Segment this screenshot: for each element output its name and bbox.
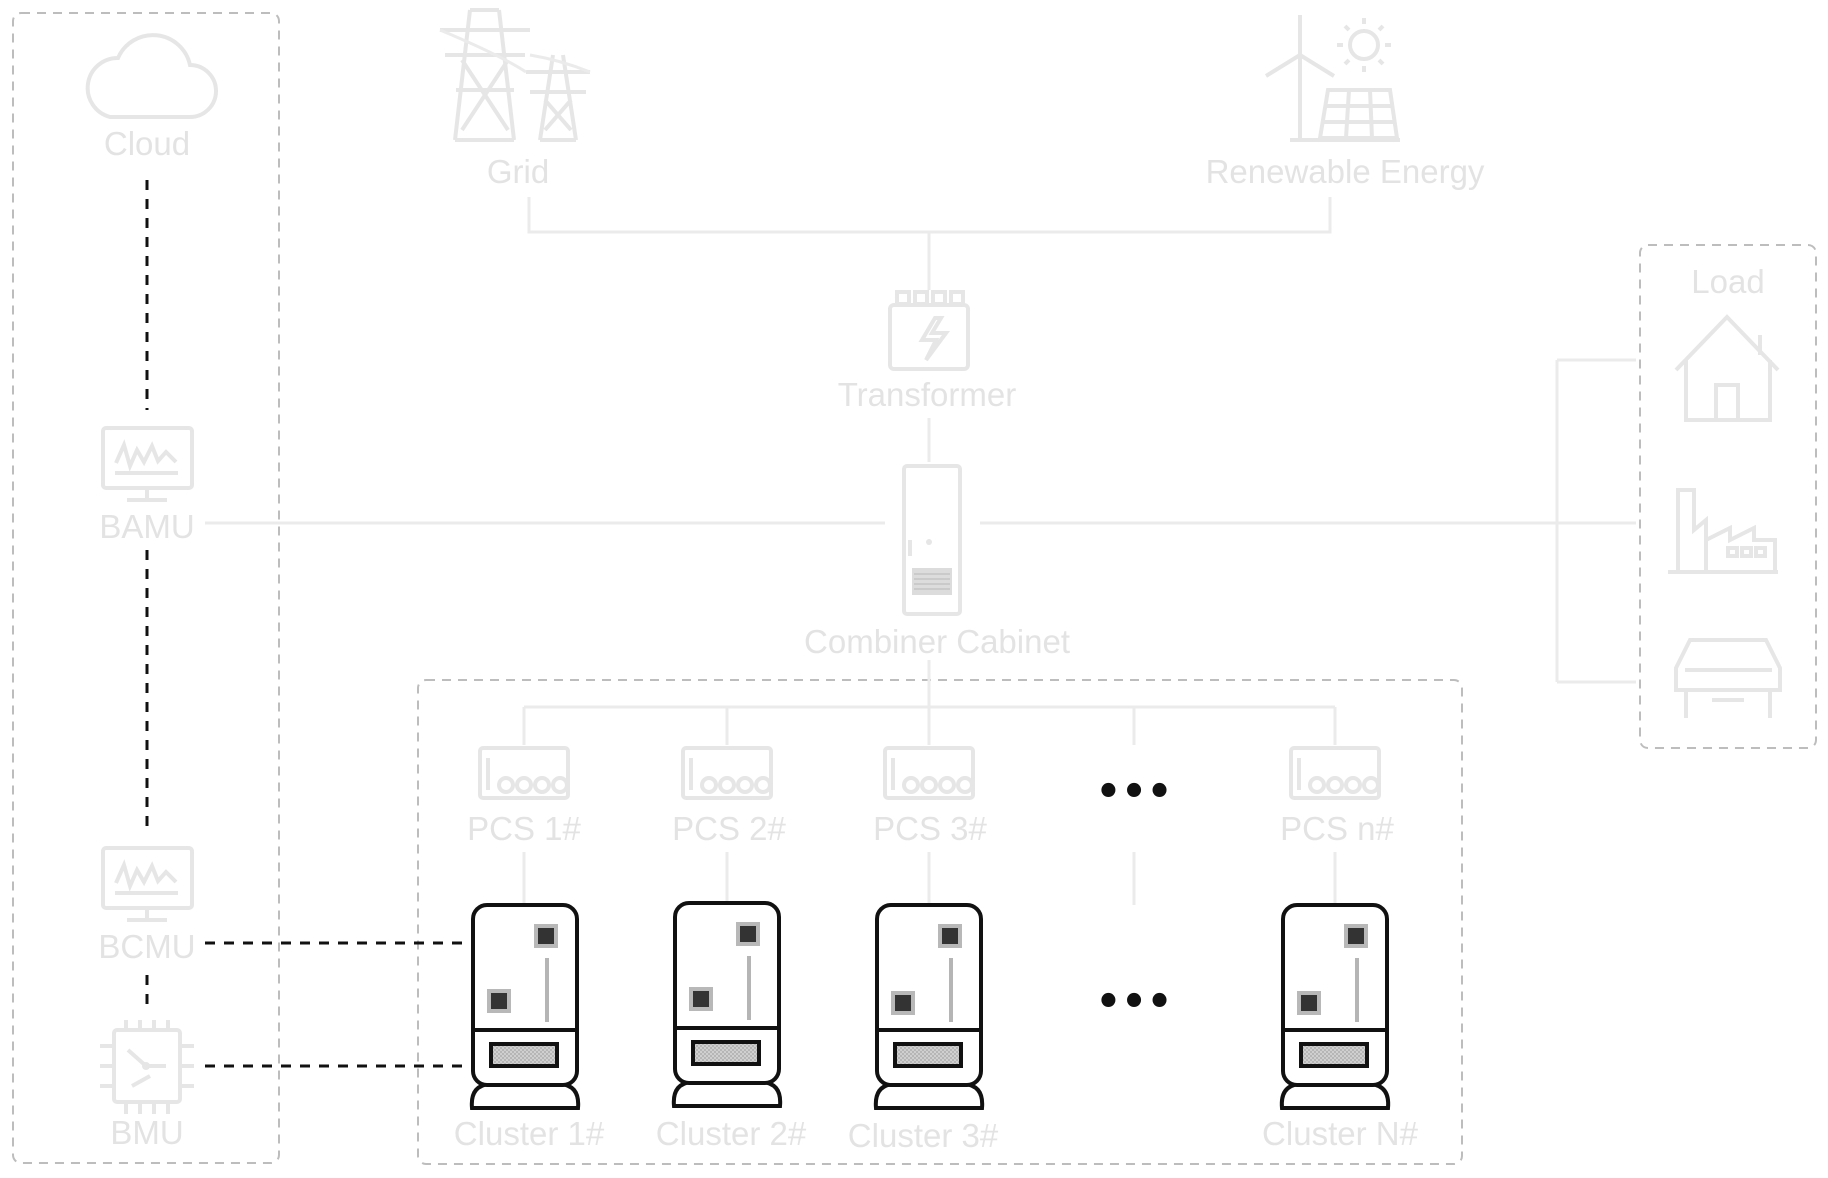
cloud-label: Cloud	[104, 125, 190, 162]
cabinet-icon	[902, 464, 962, 616]
load-node: Load	[1668, 263, 1782, 718]
bamu-node: BAMU	[99, 426, 195, 545]
cluster-ellipsis: •••	[1096, 979, 1173, 1025]
factory-icon	[1668, 488, 1778, 574]
battery-cluster-icon	[469, 903, 581, 1110]
bcmu-label: BCMU	[98, 928, 195, 965]
pcs-ellipsis: •••	[1096, 769, 1173, 815]
cluster-2: Cluster 2#	[656, 901, 807, 1152]
battery-cluster-icon	[671, 901, 783, 1108]
pcs-inverter-icon	[1289, 746, 1381, 800]
pcs-label: PCS 3#	[873, 810, 987, 847]
transformer-label: Transformer	[838, 376, 1016, 413]
bcmu-node: BCMU	[98, 846, 196, 965]
battery-cluster-icon	[1279, 903, 1391, 1110]
cluster-1: Cluster 1#	[454, 903, 605, 1152]
cloud-icon	[85, 33, 218, 119]
bamu-label: BAMU	[99, 508, 194, 545]
cluster-n: Cluster N#	[1262, 903, 1419, 1152]
grid-label: Grid	[487, 153, 549, 190]
battery-cluster-icon	[873, 903, 985, 1110]
cluster-label: Cluster 2#	[656, 1115, 807, 1152]
grid-node: Grid	[439, 8, 591, 190]
monitor-icon	[101, 846, 194, 922]
bmu-node: BMU	[100, 1020, 194, 1151]
load-label: Load	[1691, 263, 1764, 300]
pcs-cluster-group-box	[417, 679, 1463, 1165]
cluster-label: Cluster 3#	[848, 1117, 999, 1154]
pcs-2: PCS 2#	[672, 746, 787, 847]
cloud-node: Cloud	[85, 33, 218, 162]
pcs-label: PCS n#	[1280, 810, 1394, 847]
car-icon	[1674, 638, 1782, 718]
bmu-label: BMU	[110, 1114, 183, 1151]
pcs-inverter-icon	[681, 746, 773, 800]
cluster-3: Cluster 3#	[848, 903, 999, 1154]
communication-links	[145, 180, 470, 1068]
renewable-energy-node: Renewable Energy	[1206, 15, 1485, 190]
pcs-n: PCS n#	[1280, 746, 1395, 847]
pcs-1: PCS 1#	[467, 746, 582, 847]
pcs-inverter-icon	[883, 746, 975, 800]
load-group-box	[1639, 244, 1817, 749]
pcs-label: PCS 2#	[672, 810, 786, 847]
renewable-label: Renewable Energy	[1206, 153, 1485, 190]
pcs-inverter-icon	[478, 746, 570, 800]
combiner-label: Combiner Cabinet	[804, 623, 1070, 660]
pcs-3: PCS 3#	[873, 746, 988, 847]
wind-solar-icon	[1264, 15, 1400, 142]
power-tower-icon	[439, 8, 591, 142]
house-icon	[1674, 314, 1780, 422]
power-wiring	[205, 197, 1636, 905]
cluster-label: Cluster 1#	[454, 1115, 605, 1152]
circuit-board-icon	[100, 1020, 194, 1114]
monitor-icon	[101, 426, 194, 502]
transformer-node: Transformer	[838, 290, 1016, 413]
cluster-label: Cluster N#	[1262, 1115, 1419, 1152]
transformer-icon	[888, 290, 970, 371]
pcs-label: PCS 1#	[467, 810, 581, 847]
combiner-cabinet-node: Combiner Cabinet	[804, 464, 1070, 660]
